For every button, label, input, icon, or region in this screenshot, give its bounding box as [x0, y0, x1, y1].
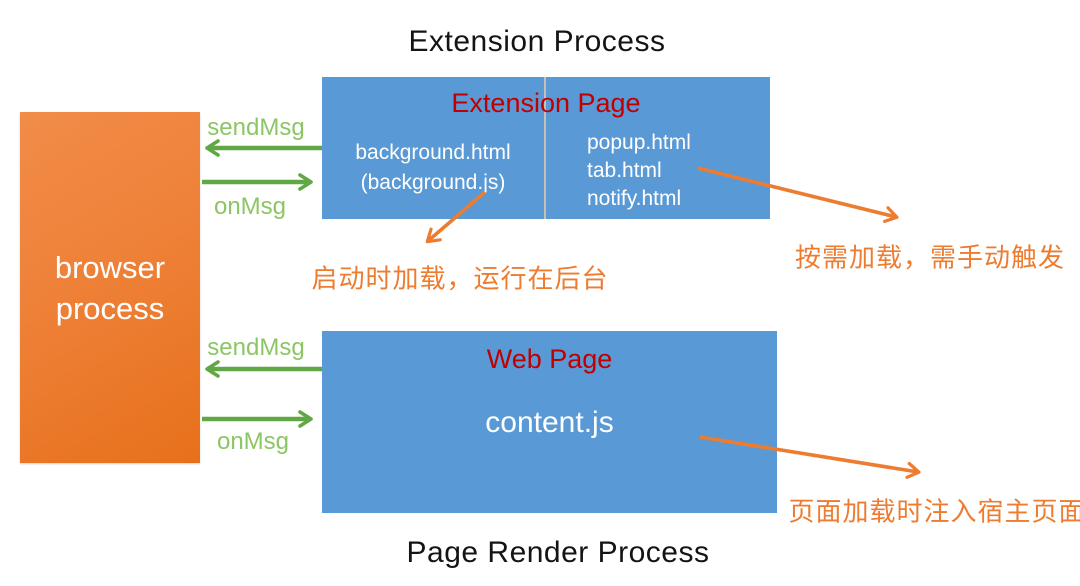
- onmsg-label-top: onMsg: [213, 193, 287, 220]
- popup-annotation: 按需加载，需手动触发: [794, 243, 1066, 273]
- browser-process-box: browser process: [20, 112, 200, 463]
- extension-views-list: popup.html tab.html notify.html: [587, 129, 691, 213]
- background-annotation: 启动时加载，运行在后台: [311, 264, 609, 294]
- sendmsg-label-bottom: sendMsg: [207, 334, 305, 361]
- web-page-title: Web Page: [486, 344, 613, 374]
- page-render-process-title: Page Render Process: [406, 536, 710, 569]
- content-js-label: content.js: [485, 406, 614, 439]
- extension-process-title: Extension Process: [408, 25, 666, 58]
- background-scripts-label: background.html (background.js): [322, 138, 544, 198]
- extension-page-box: Extension Page background.html (backgrou…: [322, 77, 770, 219]
- sendmsg-label-top: sendMsg: [207, 114, 305, 141]
- background-html-label: background.html: [355, 141, 511, 164]
- popup-html-label: popup.html: [587, 131, 691, 154]
- notify-html-label: notify.html: [587, 187, 682, 210]
- onmsg-label-bottom: onMsg: [216, 428, 290, 455]
- extension-page-divider: [544, 77, 546, 219]
- extension-page-title: Extension Page: [451, 88, 641, 118]
- browser-process-label-line2: process: [55, 290, 165, 326]
- web-page-box: Web Page content.js: [322, 331, 777, 513]
- background-js-label: (background.js): [360, 171, 506, 194]
- tab-html-label: tab.html: [587, 159, 662, 182]
- browser-process-label-line1: browser: [54, 249, 166, 285]
- content-annotation: 页面加载时注入宿主页面: [788, 497, 1080, 527]
